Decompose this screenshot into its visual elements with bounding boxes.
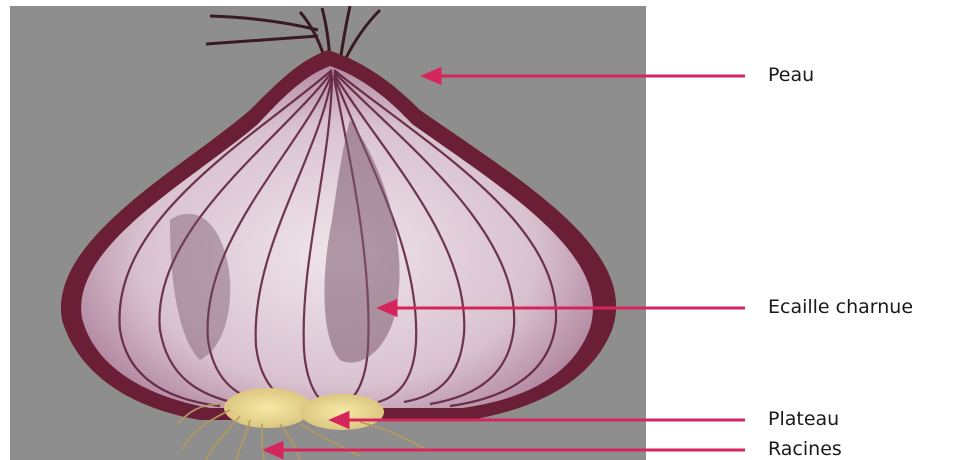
onion-photo	[10, 6, 646, 460]
label-skin: Peau	[768, 66, 814, 85]
label-fleshy-scale: Ecaille charnue	[768, 298, 913, 317]
basal-plate-shape	[224, 388, 312, 428]
label-roots: Racines	[768, 440, 842, 459]
label-basal-plate: Plateau	[768, 410, 839, 429]
